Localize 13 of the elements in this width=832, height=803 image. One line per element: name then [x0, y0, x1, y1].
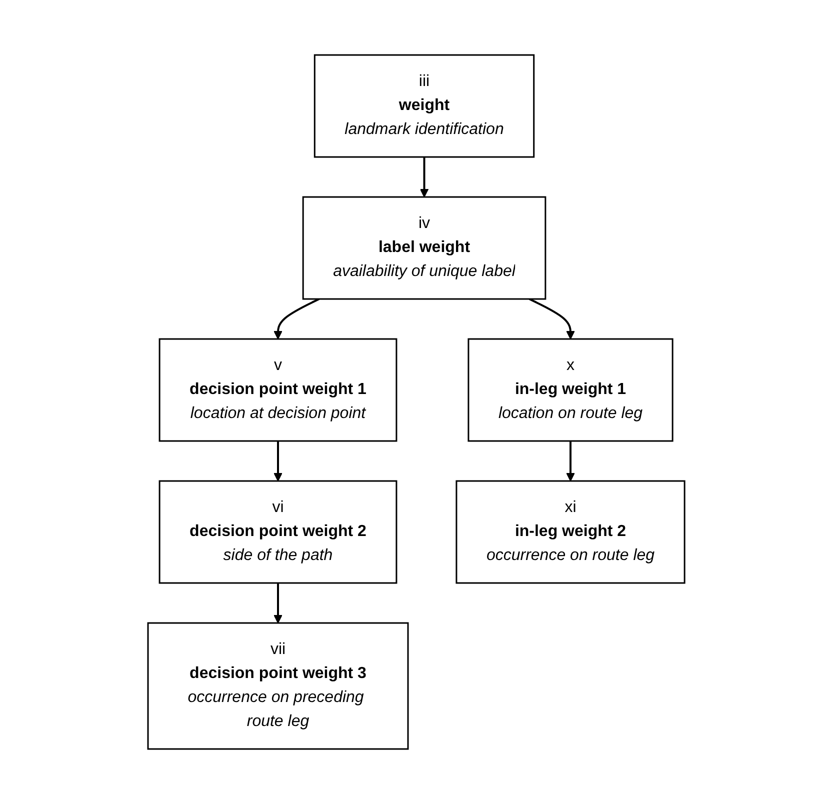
- arrow: [273, 582, 282, 623]
- node-box: xi in-leg weight 2 occurrence on route leg: [455, 480, 686, 584]
- node-box: vii decision point weight 3 occurrence on preceding route leg: [146, 622, 408, 750]
- node-box: iii weight landmark identification: [314, 54, 534, 158]
- arrow: [273, 440, 282, 481]
- arrow: [273, 298, 320, 339]
- arrow: [420, 156, 428, 197]
- node-box: v decision point weight 1 location at decision point: [158, 338, 397, 442]
- node-box: vi decision point weight 2 side of the path: [158, 480, 397, 584]
- node-box: x in-leg weight 1 location on route leg: [467, 338, 674, 442]
- arrow: [566, 440, 575, 481]
- arrow: [528, 298, 575, 339]
- node-box: iv label weight availability of unique label: [302, 196, 546, 300]
